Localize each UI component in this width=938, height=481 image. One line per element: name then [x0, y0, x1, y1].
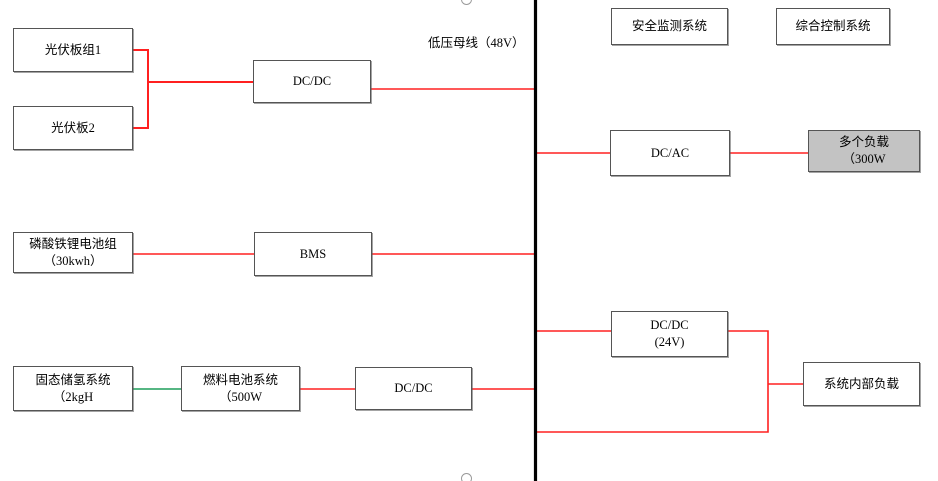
node-dcac-label: DC/AC: [650, 145, 690, 160]
node-dcdc-24v-voltage: (24V): [654, 335, 685, 349]
node-lfp-battery[interactable]: 磷酸铁锂电池组 （30kwh）: [13, 232, 133, 273]
node-pv2-label: 光伏板2: [51, 120, 95, 135]
bus-label: 低压母线（48V）: [428, 36, 525, 50]
node-safety-monitor[interactable]: 安全监测系统: [611, 8, 728, 45]
node-fuelcell-dcdc-label: DC/DC: [394, 381, 433, 396]
node-hydrogen-storage-capacity: （2kgH: [52, 389, 94, 404]
wire-riser-return-to-bus: [535, 384, 769, 433]
node-fuel-cell-rating: （500W: [218, 389, 263, 404]
node-pv1-label: 光伏板组1: [44, 42, 102, 57]
node-multiple-loads[interactable]: 多个负载 （300W: [808, 130, 920, 172]
node-bms-label: BMS: [299, 246, 327, 261]
node-fuelcell-dcdc[interactable]: DC/DC: [355, 367, 472, 410]
node-hydrogen-storage[interactable]: 固态储氢系统 （2kgH: [13, 366, 133, 411]
node-bms[interactable]: BMS: [254, 232, 372, 276]
node-dcac[interactable]: DC/AC: [610, 130, 730, 176]
node-safety-monitor-label: 安全监测系统: [631, 19, 707, 34]
bus-handle-bottom[interactable]: [461, 473, 472, 481]
node-pv2[interactable]: 光伏板2: [13, 106, 133, 150]
node-control-system[interactable]: 综合控制系统: [776, 8, 890, 45]
node-multiple-loads-rating: （300W: [842, 152, 886, 166]
wire-pv1-to-junction: [133, 49, 253, 83]
node-pv-dcdc[interactable]: DC/DC: [253, 60, 371, 103]
node-lfp-battery-capacity: （30kwh）: [43, 253, 103, 268]
node-internal-load-label: 系统内部负载: [823, 376, 899, 391]
wire-pv2-to-junction: [133, 82, 149, 129]
wire-dcdc24-to-riser: [728, 330, 769, 384]
node-lfp-battery-label: 磷酸铁锂电池组: [29, 236, 117, 251]
node-fuel-cell[interactable]: 燃料电池系统 （500W: [181, 366, 300, 411]
node-internal-load[interactable]: 系统内部负载: [803, 362, 920, 406]
node-pv-dcdc-label: DC/DC: [292, 74, 332, 89]
node-pv1[interactable]: 光伏板组1: [13, 28, 133, 72]
node-dcdc-24v-label: DC/DC: [650, 318, 689, 333]
node-hydrogen-storage-label: 固态储氢系统: [35, 372, 111, 387]
node-dcdc-24v[interactable]: DC/DC (24V): [611, 311, 728, 357]
node-multiple-loads-label: 多个负载: [838, 135, 889, 150]
node-control-system-label: 综合控制系统: [795, 19, 871, 34]
node-fuel-cell-label: 燃料电池系统: [202, 372, 278, 387]
